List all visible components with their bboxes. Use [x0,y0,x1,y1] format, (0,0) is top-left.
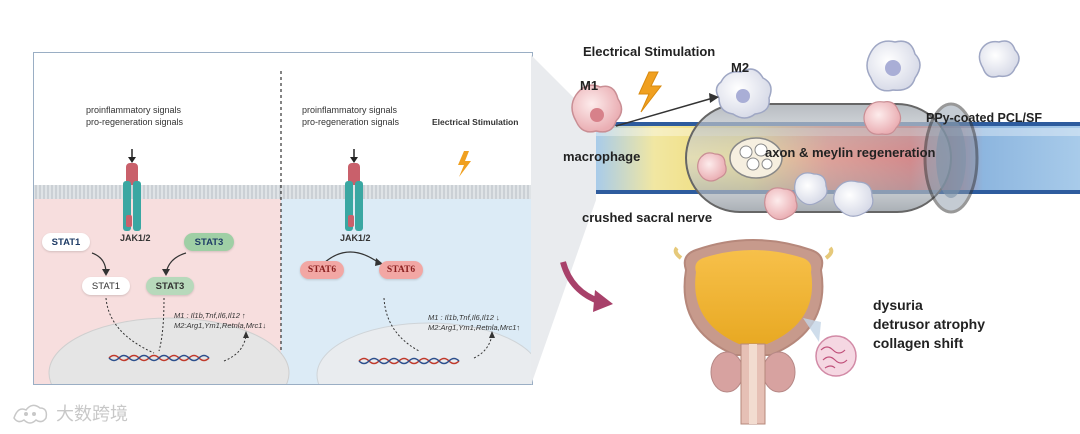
watermark-logo-icon [13,404,48,424]
m2-signals-line1: proinflammatory signals [302,105,398,115]
watermark-text: 大数跨境 [56,404,128,425]
m1-jak-label: JAK1/2 [120,233,151,243]
bladder-icon [673,239,834,425]
stimulation-title: Electrical Stimulation [583,44,716,59]
m2-nucleus [316,322,532,384]
polarization-arrow [615,97,714,127]
m1-cell-icon-small-2 [697,152,727,182]
stat1-pill: STAT1 [42,233,90,251]
m1-nucleus [48,317,290,384]
regeneration-label: axon & meylin regeneration [765,145,936,160]
m2-label: M2 [731,60,750,75]
m2-jak-label: JAK1/2 [340,233,371,243]
m1-gene-line2: M2:Arg1,Ym1,Retnla,Mrc1↓ [174,321,267,330]
m1-gene-line1: M1 : Il1b,Tnf,Il6,Il12 ↑ [174,311,246,320]
outcome-detrusor-atrophy: detrusor atrophy [873,316,986,332]
m2-stimulation-label: Electrical Stimulation [432,117,519,127]
stat6-pill: STAT6 [300,261,344,279]
m2-gene-line1: M1 : Il1b,Tnf,Il6,Il12 ↓ [428,313,500,322]
nerve-illustration [531,40,1080,425]
stat6-phospho-pill: STAT6 [379,261,423,279]
m1-signals-line2: pro-regeneration signals [86,117,184,127]
m2-signals-line2: pro-regeneration signals [302,117,400,127]
m2-receptor [345,149,363,231]
m2-cell-icon-4 [833,180,874,217]
m2-cell-icon-1 [866,40,921,92]
m1-macrophage-icon [571,84,623,133]
nerve-cross-section-icon [729,137,783,179]
m1-cell-icon-small-1 [863,101,902,135]
signaling-panel: proinflammatory signals pro-regeneration… [33,52,533,385]
stat3-pill: STAT3 [184,233,234,251]
m1-signals-line1: proinflammatory signals [86,105,182,115]
m2-gene-line2: M2:Arg1,Ym1,Retnla,Mrc1↑ [428,323,521,332]
m1-dna [108,354,210,362]
m2-dna [358,357,460,365]
stat3-phospho-pill: STAT3 [146,277,194,295]
nerve-label: crushed sacral nerve [582,210,713,225]
m1-label: M1 [580,78,599,93]
lightning-icon-small [458,151,471,177]
m2-cell-icon-3 [794,172,828,206]
m2-cell-icon-2 [978,40,1020,78]
watermark: 大数跨境 [10,400,128,426]
macrophage-label: macrophage [563,149,641,164]
tissue-inset-icon [803,318,857,377]
conduit-label: PPy-coated PCL/SF [926,111,1042,125]
m1-cell-icon-small-3 [764,187,798,221]
cell-membrane [34,185,532,199]
stat1-phospho-pill: STAT1 [82,277,130,295]
outcome-collagen-shift: collagen shift [873,335,964,351]
m1-receptor [123,149,141,231]
outcome-dysuria: dysuria [873,297,923,313]
m2-macrophage-icon [715,68,772,119]
projection-shadow [531,55,596,385]
signaling-background [34,71,532,384]
lightning-icon [638,71,663,113]
